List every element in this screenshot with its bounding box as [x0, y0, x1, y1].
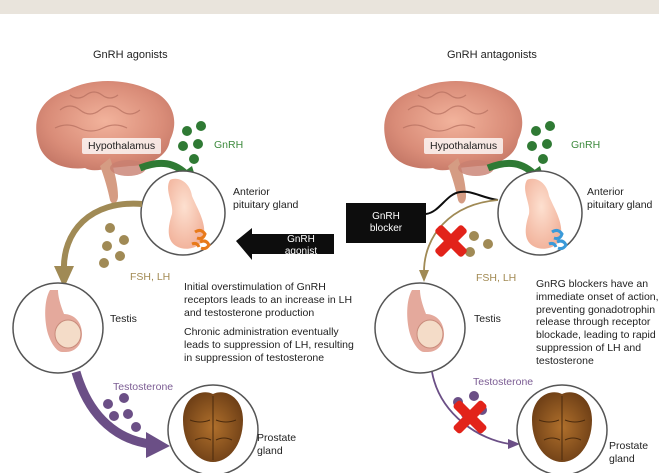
right-prostate-label: Prostate gland	[609, 440, 648, 466]
left-panel-title: GnRH agonists	[93, 49, 168, 62]
right-fsh-lh-dots	[465, 231, 493, 257]
right-anterior-pituitary-label: Anterior pituitary gland	[587, 186, 652, 212]
right-gnrh-label: GnRH	[571, 139, 600, 152]
right-description: GnRG blockers have an immediate onset of…	[536, 278, 659, 368]
left-description-2: Chronic administration eventually leads …	[184, 326, 354, 364]
left-description-1: Initial overstimulation of GnRH receptor…	[184, 281, 352, 319]
left-gnrh-label: GnRH	[214, 139, 243, 152]
agonist-label: GnRH agonist	[270, 234, 332, 258]
left-testis-label: Testis	[110, 313, 137, 326]
left-testosterone-label: Testosterone	[113, 381, 173, 394]
left-gnrh-dots	[178, 121, 206, 164]
left-prostate-label: Prostate gland	[257, 432, 296, 458]
left-hypothalamus-label: Hypothalamus	[82, 138, 161, 154]
right-testis-label: Testis	[474, 313, 501, 326]
right-fsh-lh-label: FSH, LH	[476, 272, 516, 285]
gnrh-blocker-box: GnRH blocker	[346, 203, 426, 243]
right-testosterone-label: Testosterone	[473, 376, 533, 389]
right-fsh-lh-block-x	[434, 224, 468, 258]
left-anterior-pituitary-label: Anterior pituitary gland	[233, 186, 298, 212]
right-hypothalamus-label: Hypothalamus	[424, 138, 503, 154]
right-panel-title: GnRH antagonists	[447, 49, 537, 62]
left-fsh-lh-dots	[99, 223, 129, 268]
right-gnrh-dots	[527, 121, 555, 164]
left-fsh-lh-label: FSH, LH	[130, 271, 170, 284]
